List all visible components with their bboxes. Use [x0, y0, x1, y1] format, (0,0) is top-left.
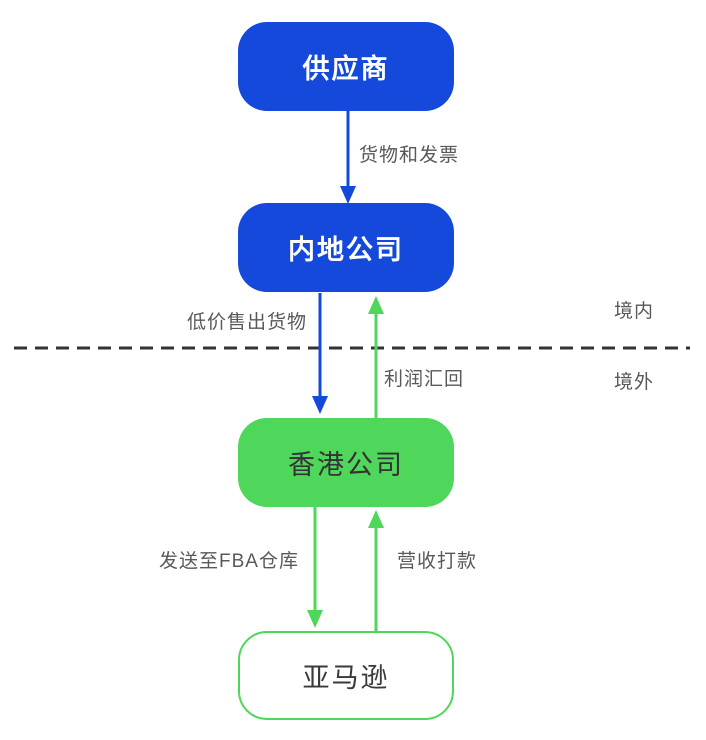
node-amazon: 亚马逊 — [238, 631, 454, 720]
edge-hongkong-to-mainland-arrow — [368, 296, 384, 418]
arrow-head-down-icon — [307, 610, 323, 628]
node-supplier-label: 供应商 — [302, 54, 390, 84]
edge-label-goods-and-invoice: 货物和发票 — [359, 145, 460, 166]
node-hongkong-company: 香港公司 — [238, 418, 454, 507]
region-label-overseas: 境外 — [614, 372, 655, 393]
node-mainland-company: 内地公司 — [238, 203, 454, 292]
arrow-head-up-icon — [368, 296, 384, 314]
edge-supplier-to-mainland-arrow — [340, 111, 356, 204]
arrow-head-down-icon — [312, 396, 328, 414]
edge-amazon-to-hongkong-arrow — [368, 510, 384, 631]
node-hongkong-company-label: 香港公司 — [288, 450, 404, 480]
edge-label-send-to-fba-warehouse: 发送至FBA仓库 — [159, 551, 299, 572]
edge-label-sell-goods-low-price: 低价售出货物 — [187, 312, 308, 333]
region-label-domestic: 境内 — [614, 301, 655, 322]
edge-label-profit-repatriation: 利润汇回 — [384, 369, 465, 390]
edge-mainland-to-hongkong-arrow — [312, 293, 328, 414]
edge-label-revenue-payment: 营收打款 — [397, 551, 478, 572]
node-mainland-company-label: 内地公司 — [288, 235, 404, 265]
node-supplier: 供应商 — [238, 22, 454, 111]
node-amazon-label: 亚马逊 — [302, 663, 390, 693]
arrow-head-down-icon — [340, 186, 356, 204]
edge-hongkong-to-amazon-arrow — [307, 507, 323, 628]
arrow-head-up-icon — [368, 510, 384, 528]
